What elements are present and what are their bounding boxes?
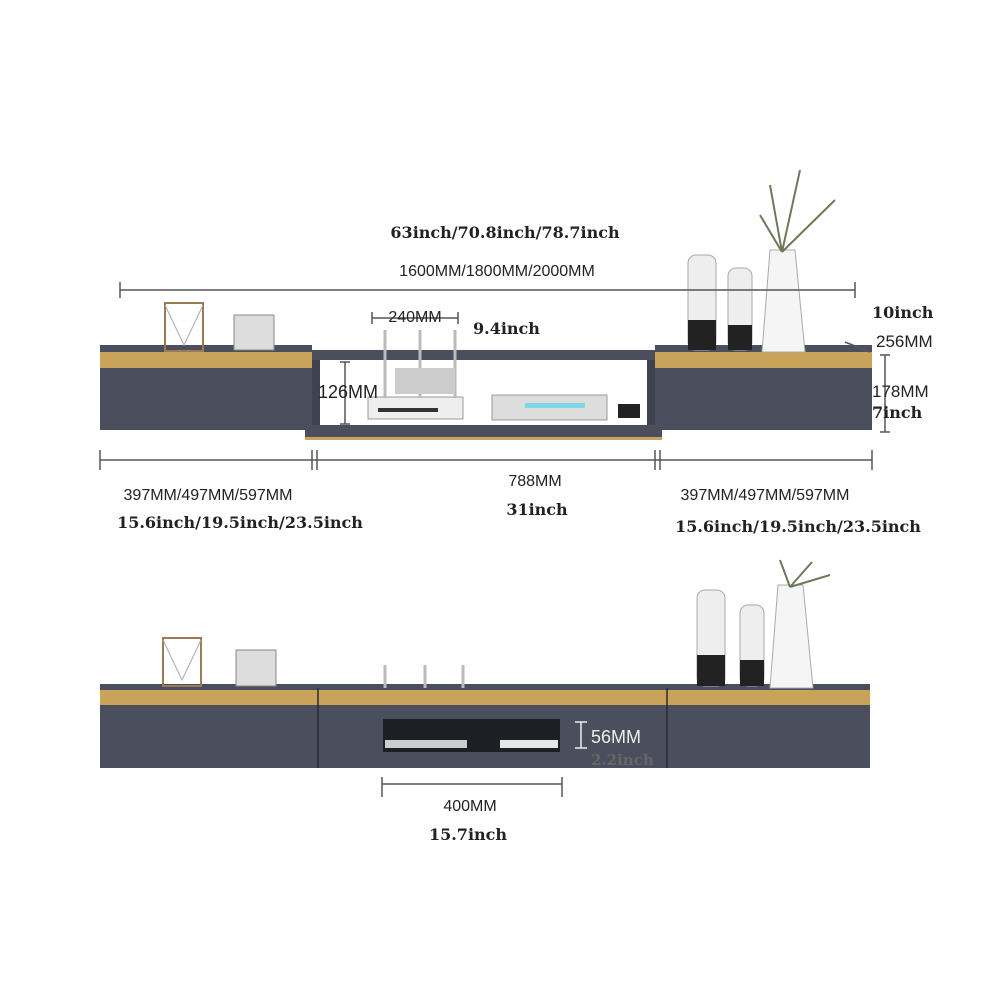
slot-width-dimension [381, 777, 563, 797]
plant-branches [779, 559, 831, 588]
router-width-inch-label: 9.4inch [473, 319, 540, 338]
drop-down-door [305, 425, 662, 439]
wire-cone [162, 639, 202, 682]
depth-inch-label: 10inch [872, 303, 934, 322]
height-inch-label: 7inch [872, 403, 923, 422]
vase-dark-base [688, 320, 716, 350]
middle-width-mm-label: 788MM [508, 473, 561, 490]
top-dimension-lines [99, 282, 890, 470]
middle-left-wall [312, 360, 320, 425]
vase-dark-base [728, 325, 752, 350]
wire-cube-decor [162, 637, 202, 687]
router-width-mm-label: 240MM [388, 309, 441, 326]
slot-height-inch-label: 2.2inch [591, 751, 654, 769]
middle-right-wall [647, 360, 655, 425]
total-length-inch-label: 63inch/70.8inch/78.7inch [390, 223, 620, 242]
vase-dark-base [697, 655, 725, 686]
middle-top-shelf [312, 350, 655, 360]
glass-vase-decor [233, 314, 275, 351]
glass-vase-decor [235, 649, 277, 687]
slot-device [500, 740, 558, 748]
patterned-vase-decor [769, 584, 814, 689]
slot-width-mm-label: 400MM [443, 798, 496, 815]
slot-height-dimension [575, 721, 587, 749]
set-top-box-display [525, 403, 585, 408]
depth-mm-label: 256MM [876, 332, 933, 351]
right-gold-strip [655, 352, 872, 368]
slot-height-mm-label: 56MM [591, 727, 641, 747]
door-gold-edge [305, 437, 662, 440]
slot-width-inch-label: 15.7inch [429, 825, 507, 844]
vase-dark-base [740, 660, 764, 686]
bottom-cabinet [100, 665, 870, 768]
wire-cone [164, 304, 204, 347]
bottom-decor [162, 559, 831, 689]
height-mm-label: 178MM [872, 382, 929, 401]
left-gold-strip [100, 352, 312, 368]
left-width-inch-label: 15.6inch/19.5inch/23.5inch [117, 513, 363, 532]
patterned-vase-decor [761, 249, 806, 353]
remote-image [618, 404, 640, 418]
power-strip-image [395, 368, 455, 394]
plant-branches [759, 169, 836, 253]
open-height-mm-label: 126MM [318, 382, 378, 402]
right-width-mm-label: 397MM/497MM/597MM [681, 487, 850, 504]
slot-device [385, 740, 467, 748]
total-length-mm-label: 1600MM/1800MM/2000MM [399, 263, 595, 280]
closed-gold-strip [100, 690, 870, 705]
top-decor [164, 169, 836, 353]
router-ports [378, 408, 438, 412]
left-width-mm-label: 397MM/497MM/597MM [124, 487, 293, 504]
top-cabinet [100, 330, 872, 440]
right-width-inch-label: 15.6inch/19.5inch/23.5inch [675, 517, 921, 536]
middle-width-inch-label: 31inch [506, 500, 568, 519]
wire-cube-decor [164, 302, 204, 352]
